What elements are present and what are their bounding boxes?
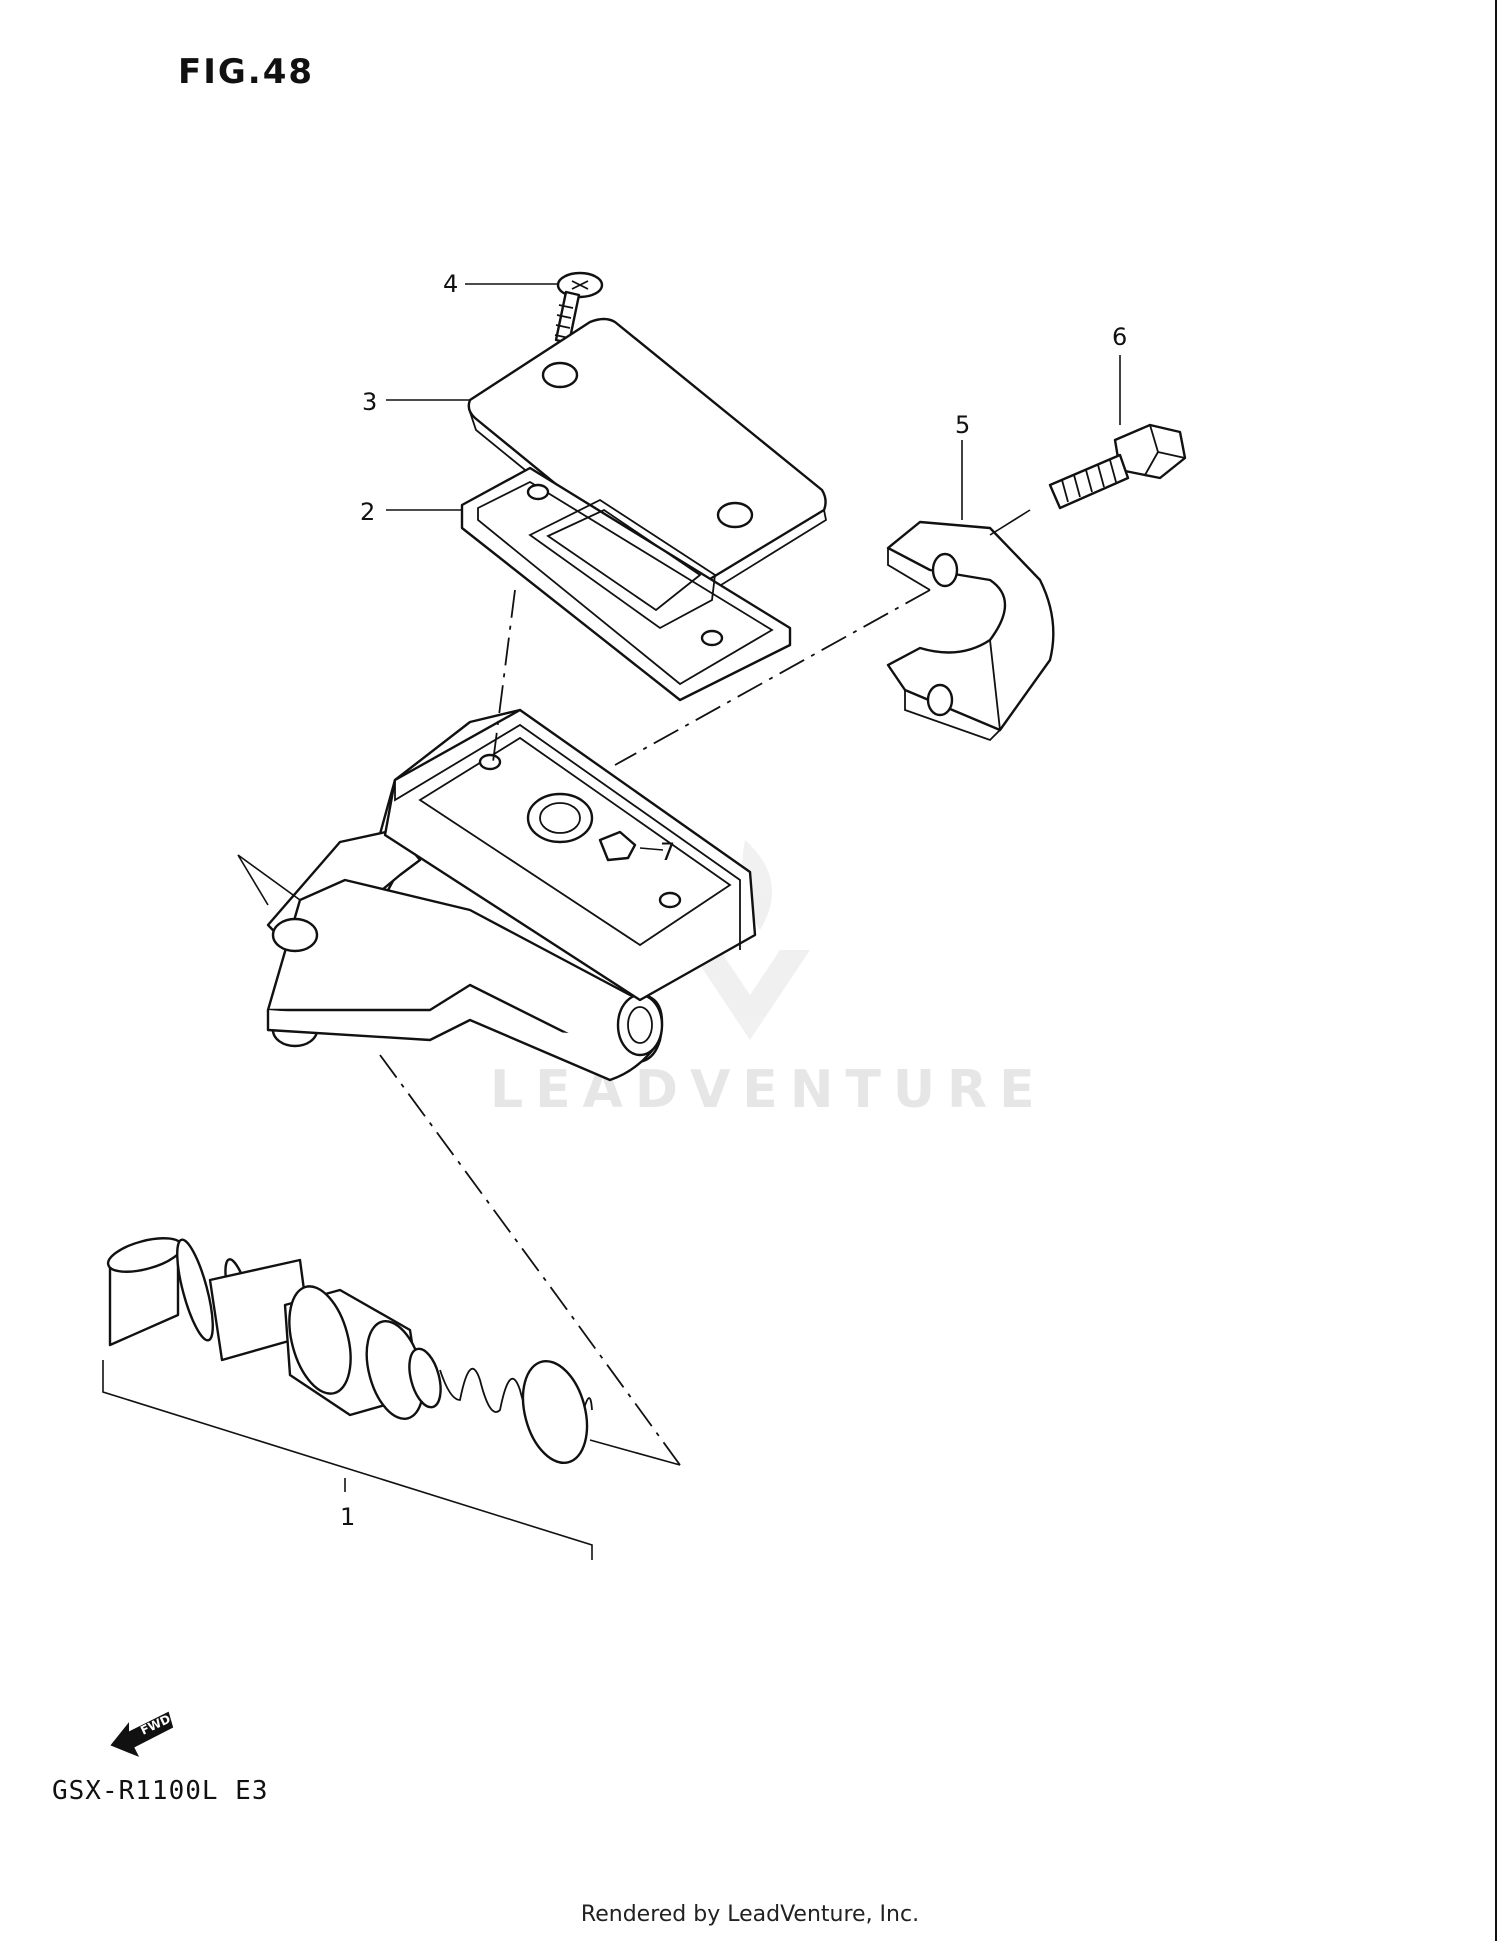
callout-6: 6 [1112,323,1127,351]
callout-1: 1 [340,1503,355,1531]
fwd-arrow-icon: FWD [110,1711,174,1757]
watermark: LEADVENTURE [490,1060,1047,1120]
callout-7: 7 [660,838,675,866]
master-cylinder-body-part [237,708,757,1082]
callout-5: 5 [955,411,970,439]
footer-credit: Rendered by LeadVenture, Inc. [580,1902,920,1927]
model-code: GSX-R1100L E3 [52,1776,269,1806]
clamp-holder-part [886,520,1055,742]
cap-screw-part [554,271,604,345]
callout-3: 3 [362,388,377,416]
callout-4: 4 [443,270,458,298]
check-valve-part [598,830,637,862]
piston-assembly-part [106,1237,593,1465]
page-border [1495,0,1497,1941]
figure-title: FIG.48 [178,52,315,92]
callout-2: 2 [360,498,375,526]
clamp-bolt-part [1048,423,1187,510]
reservoir-cap-part [467,317,828,599]
leader-lines [102,283,1121,1560]
diaphragm-part [460,466,792,702]
